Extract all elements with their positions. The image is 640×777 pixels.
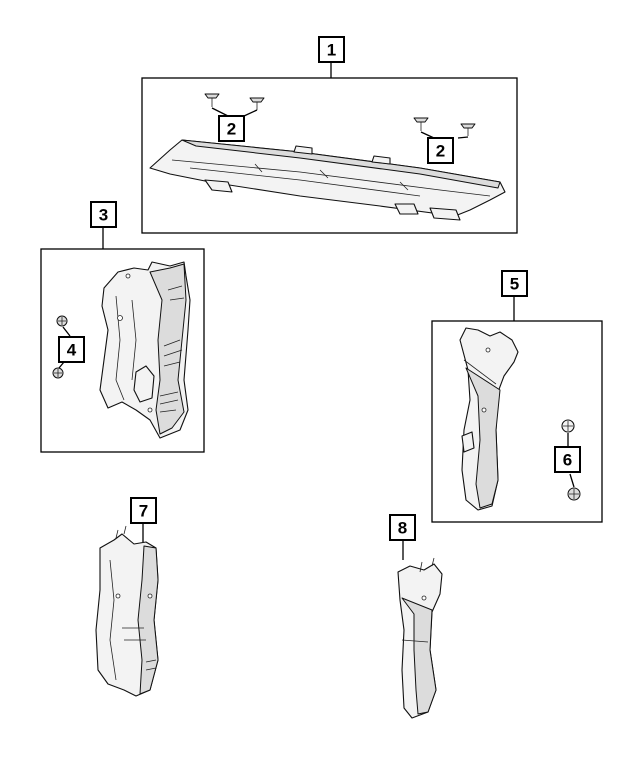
callout-2a[interactable]: 2 [218, 115, 245, 142]
retainer-icon [52, 315, 68, 379]
callout-2a-label: 2 [227, 120, 236, 139]
right-duct-part[interactable] [397, 557, 443, 719]
group-3: 3 4 [40, 201, 205, 453]
callout-8-label: 8 [398, 519, 407, 538]
group-5-frame [431, 320, 603, 523]
callout-1[interactable]: 1 [318, 36, 345, 63]
callout-1-label: 1 [327, 41, 336, 60]
push-pin-icon [204, 93, 476, 136]
group-7: 7 [95, 497, 159, 697]
callout-3[interactable]: 3 [90, 201, 117, 228]
callout-5-label: 5 [510, 275, 519, 294]
left-duct-part[interactable] [95, 525, 159, 697]
left-side-shield-part[interactable] [99, 261, 191, 439]
upper-shield-part[interactable] [149, 139, 506, 221]
callout-5[interactable]: 5 [501, 270, 528, 297]
callout-6-label: 6 [563, 451, 572, 470]
right-side-shield-part[interactable] [459, 327, 519, 511]
group-1: 1 2 2 [141, 36, 518, 234]
callout-2b-label: 2 [436, 142, 445, 161]
callout-4[interactable]: 4 [58, 336, 85, 363]
leader-2a [211, 107, 258, 117]
callout-8[interactable]: 8 [389, 514, 416, 541]
retainer-icon [561, 419, 581, 501]
callout-4-label: 4 [67, 341, 77, 360]
leader-6 [567, 433, 575, 488]
callout-6[interactable]: 6 [554, 446, 581, 473]
callout-7[interactable]: 7 [130, 497, 157, 524]
group-5: 5 6 [431, 270, 603, 523]
group-3-frame [40, 248, 205, 453]
callout-7-label: 7 [139, 502, 148, 521]
group-8: 8 [389, 514, 443, 719]
callout-3-label: 3 [99, 206, 108, 225]
callout-2b[interactable]: 2 [427, 137, 454, 164]
group-1-frame [141, 77, 518, 234]
